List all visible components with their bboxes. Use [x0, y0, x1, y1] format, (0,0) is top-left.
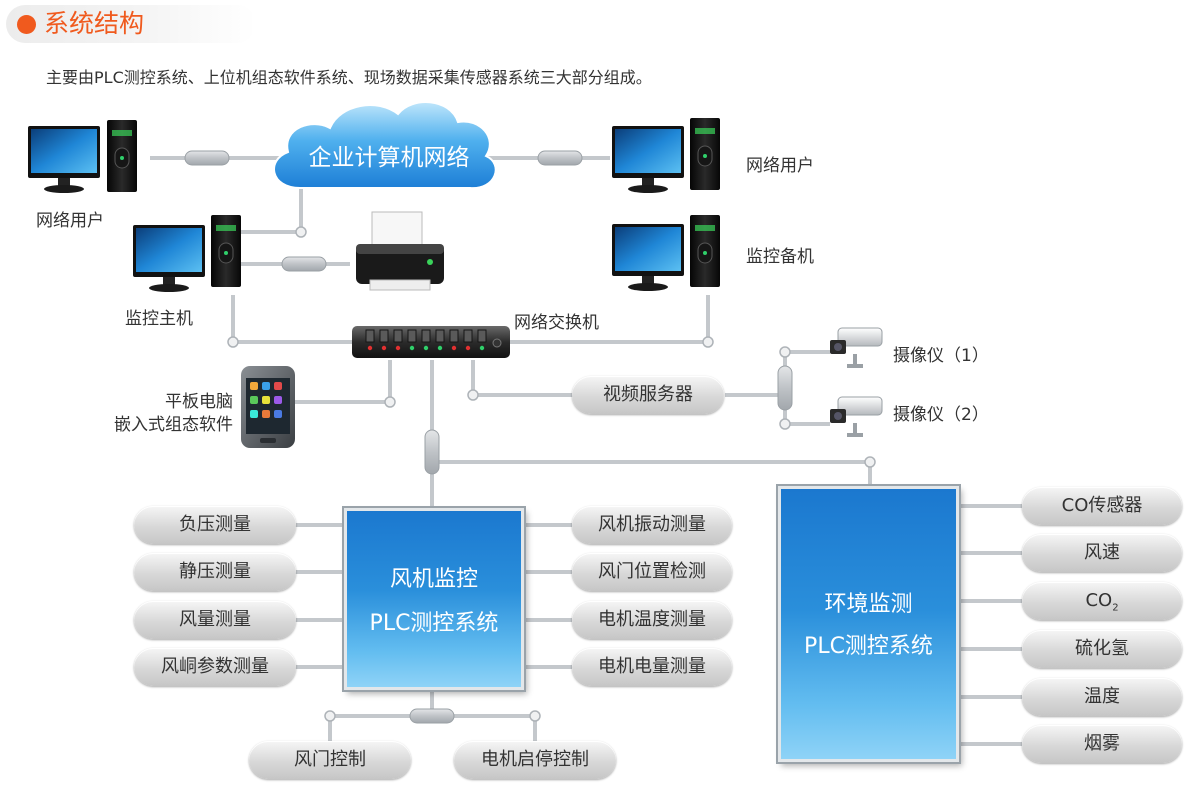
computer-icon-user-left [28, 119, 138, 193]
camera-icon-1 [830, 327, 883, 368]
env-sensor-3: 硫化氢 [1022, 630, 1182, 668]
env-plc-box: 环境监测 PLC测控系统 [778, 486, 959, 762]
fan-left-item-1: 静压测量 [134, 553, 296, 591]
computer-icon-main-monitor [133, 214, 242, 292]
env-plc-title-line1: 环境监测 [824, 592, 913, 617]
fan-right-item-3: 电机电量测量 [572, 648, 732, 686]
env-sensor-2: CO2 [1022, 582, 1182, 620]
intro-text: 主要由PLC测控系统、上位机组态软件系统、现场数据采集传感器系统三大部分组成。 [46, 68, 652, 87]
co2-subscript: 2 [1112, 602, 1119, 614]
co2-main: CO [1085, 590, 1113, 611]
cloud-icon [273, 101, 497, 190]
section-title: 系统结构 [44, 9, 145, 38]
tablet-label-line2: 嵌入式组态软件 [114, 415, 233, 435]
network-switch-icon [352, 326, 510, 358]
tablet-icon [241, 366, 295, 448]
tablet-label-line1: 平板电脑 [165, 392, 233, 412]
junction-nodes [227, 226, 876, 722]
fan-bottom-item-1: 电机启停控制 [454, 741, 616, 779]
fan-left-item-3: 风峒参数测量 [134, 648, 296, 686]
fan-right-item-1: 风门位置检测 [572, 553, 732, 591]
fan-right-item-0: 风机振动测量 [572, 506, 732, 544]
env-sensor-5: 烟雾 [1022, 725, 1182, 763]
camera-icon-2 [830, 396, 883, 437]
env-sensor-0: CO传感器 [1022, 487, 1182, 525]
fan-right-item-2: 电机温度测量 [572, 601, 732, 639]
user-left-label: 网络用户 [36, 211, 104, 231]
pipe-couplers [184, 150, 793, 724]
bullet-dot-icon [17, 15, 36, 34]
main-monitor-label: 监控主机 [125, 309, 193, 329]
cloud-label: 企业计算机网络 [308, 145, 470, 171]
printer-icon [356, 211, 444, 291]
computer-icon-backup-monitor [612, 214, 721, 291]
env-sensor-1: 风速 [1022, 534, 1182, 572]
fan-left-item-2: 风量测量 [134, 601, 296, 639]
fan-plc-title-line1: 风机监控 [389, 567, 478, 592]
env-plc-title-line2: PLC测控系统 [804, 634, 933, 659]
fan-plc-box: 风机监控 PLC测控系统 [344, 508, 524, 690]
fan-bottom-item-0: 风门控制 [249, 741, 411, 779]
env-sensor-4: 温度 [1022, 678, 1182, 716]
section-header [6, 5, 256, 43]
camera2-label: 摄像仪（2） [893, 405, 989, 425]
video-server-pill: 视频服务器 [572, 376, 724, 414]
camera1-label: 摄像仪（1） [893, 346, 989, 366]
user-right-label: 网络用户 [746, 156, 814, 176]
computer-icon-user-right [612, 117, 721, 193]
backup-monitor-label: 监控备机 [746, 247, 814, 267]
fan-left-item-0: 负压测量 [134, 506, 296, 544]
switch-label: 网络交换机 [514, 313, 599, 333]
fan-plc-title-line2: PLC测控系统 [369, 611, 499, 636]
